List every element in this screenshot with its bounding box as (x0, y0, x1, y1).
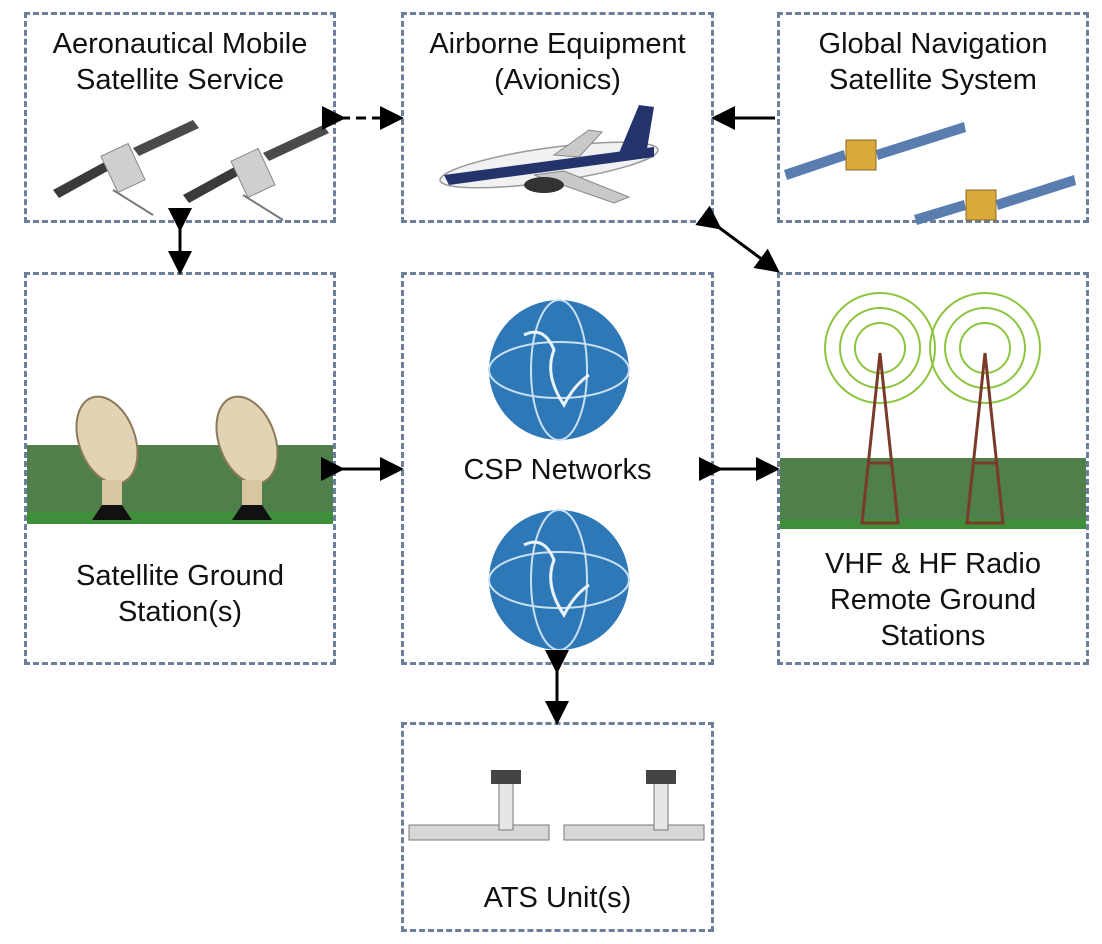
satellite-dish-image (27, 395, 333, 524)
avionics-box: Airborne Equipment (Avionics) (401, 12, 714, 223)
avionics-label-line2: (Avionics) (494, 64, 621, 96)
vhf-label-line1: VHF & HF Radio (825, 548, 1041, 580)
satellite-icon (53, 120, 199, 216)
ats-box: ATS Unit(s) (401, 722, 714, 932)
amss-box: Aeronautical Mobile Satellite Service (24, 12, 336, 223)
vhf-label-line2: Remote Ground (829, 584, 1037, 616)
gnss-box: Global Navigation Satellite System (777, 12, 1089, 225)
avionics-label-line1: Airborne Equipment (429, 28, 686, 60)
ats-label: ATS Unit(s) (483, 882, 632, 914)
ground-station-box: Satellite Ground Station(s) (24, 272, 336, 665)
radio-rings-icon (824, 292, 1041, 404)
satellite-icon (183, 125, 329, 221)
tower-icon (860, 352, 900, 525)
globe-icon (488, 299, 630, 441)
ground-station-label-line2: Station(s) (117, 596, 243, 628)
dish-icon (215, 395, 279, 520)
avionics-vhf-arrow (695, 205, 780, 273)
globe-icon (488, 509, 630, 651)
airplane-image (439, 105, 659, 204)
amss-label-line2: Satellite Service (76, 64, 284, 96)
gnss-label-line1: Global Navigation (818, 28, 1048, 60)
gnss-satellite-icon (914, 175, 1076, 225)
control-tower-icon (408, 770, 550, 841)
gnss-satellites-image (784, 122, 1076, 225)
satellite-pair-image (53, 120, 329, 221)
tower-icon (965, 352, 1005, 525)
amss-label-line1: Aeronautical Mobile (52, 28, 308, 60)
radio-tower-image (780, 292, 1086, 529)
control-tower-image (408, 770, 705, 841)
gnss-satellite-icon (784, 122, 966, 180)
gnss-label-line2: Satellite System (829, 64, 1037, 96)
ground-station-label-line1: Satellite Ground (76, 560, 284, 592)
vhf-box: VHF & HF Radio Remote Ground Stations (777, 272, 1089, 665)
vhf-label-line3: Stations (880, 620, 986, 652)
csp-label: CSP Networks (463, 454, 652, 486)
dish-icon (75, 395, 139, 520)
control-tower-icon (563, 770, 705, 841)
csp-box: CSP Networks (401, 272, 714, 665)
